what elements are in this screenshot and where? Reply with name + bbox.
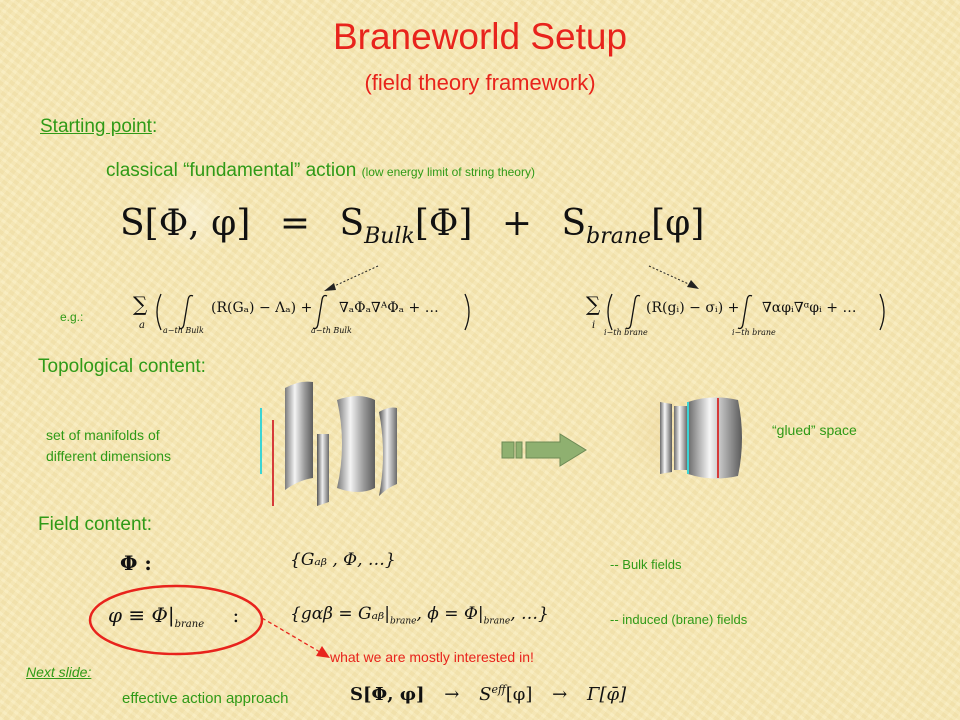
starting-point-colon: : — [151, 116, 158, 137]
chain-gamma: Γ[φ̄] — [586, 684, 627, 705]
varphi-definition: φ ≡ Φ|brane : — [108, 603, 239, 630]
bulk-action-arg: [Φ] — [414, 203, 473, 244]
highlight-ellipse — [88, 584, 264, 656]
arrow-to-bulk-example — [324, 265, 379, 291]
brane-field-set-b: , ϕ = Φ| — [416, 604, 484, 624]
bulk-close-paren-icon — [464, 293, 470, 331]
glued-space-caption: “glued” space — [772, 422, 857, 438]
slide-subtitle: (field theory framework) — [364, 70, 596, 95]
bulk-integral-sub-2: a−th Bulk — [311, 326, 352, 335]
effective-action-caption: effective action approach — [122, 690, 289, 707]
brane-field-set-c: , …} — [510, 604, 549, 624]
brane-action-subscript: brane — [586, 224, 652, 250]
varphi-definition-colon: : — [232, 603, 240, 627]
brane-term-1: (R(gᵢ) − σᵢ) + — [646, 300, 740, 316]
bulk-term-2: ∇ₐΦₐ∇ᴬΦₐ + … — [339, 300, 439, 316]
next-slide-label: Next slide: — [26, 664, 92, 680]
varphi-definition-subscript: brane — [174, 619, 205, 630]
varphi-definition-text: φ ≡ Φ| — [108, 603, 175, 627]
bulk-integral-icon — [312, 294, 328, 330]
chain-effective-symbol: S — [479, 684, 492, 705]
bulk-action-subscript: Bulk — [364, 224, 415, 250]
manifolds-caption-line-2: different dimensions — [46, 448, 172, 464]
interest-arrow — [261, 617, 330, 658]
manifolds-caption: set of manifolds of different dimensions — [46, 425, 171, 467]
equation-lhs: S[Φ, φ] — [120, 203, 251, 244]
bulk-integral-bracket-icon — [156, 293, 194, 331]
separate-manifolds-illustration — [260, 381, 397, 506]
manifolds-caption-line-1: set of manifolds of — [46, 427, 160, 443]
classical-action-text: classical “fundamental” action — [106, 160, 357, 181]
chain-classical-action: S[Φ, φ] — [350, 684, 425, 705]
starting-point-label: Starting point — [40, 116, 152, 137]
chain-effective-arg: [φ] — [505, 684, 533, 705]
chain-arrow-1: → — [444, 684, 460, 705]
effective-action-chain: S[Φ, φ] → Seff[φ] → Γ[φ̄] — [350, 683, 626, 705]
bulk-action-symbol: S — [339, 203, 365, 244]
right-arrow-icon — [501, 433, 587, 467]
brane-sum-symbol: ∑ — [586, 292, 601, 316]
topological-heading: Topological content: — [38, 356, 206, 377]
brane-field-set-a: {gαβ = Gₐᵦ| — [290, 604, 390, 624]
brane-action-example: ∑ i (R(gᵢ) − σᵢ) + i−th brane ∇αφᵢ∇ᵅφᵢ +… — [586, 292, 896, 344]
bulk-action-example: ∑ a (R(Gₐ) − Λₐ) + a−th Bulk ∇ₐΦₐ∇ᴬΦₐ + … — [133, 292, 483, 342]
bulk-sum-symbol: ∑ — [133, 292, 148, 316]
chain-effective-superscript: eff — [491, 683, 506, 696]
interest-note: what we are mostly interested in! — [330, 649, 534, 665]
classical-action-line: classical “fundamental” action (low ener… — [106, 160, 535, 182]
main-equation: S[Φ, φ] = SBulk[Φ] + Sbrane[φ] — [120, 203, 704, 249]
brane-field-set: {gαβ = Gₐᵦ|brane, ϕ = Φ|brane, …} — [290, 604, 549, 626]
bulk-fields-note: -- Bulk fields — [610, 557, 682, 572]
phi-definition: Φ : — [120, 551, 152, 575]
brane-integral-sub-2: i−th brane — [732, 328, 776, 337]
field-content-heading: Field content: — [38, 514, 153, 535]
brane-integral-icon — [737, 294, 753, 330]
brane-fields-note: -- induced (brane) fields — [610, 612, 748, 627]
brane-field-set-sub-1: brane — [389, 616, 417, 627]
brane-action-symbol: S — [561, 203, 587, 244]
bulk-integral-sub-1: a−th Bulk — [163, 326, 204, 335]
slide-title: Braneworld Setup — [332, 16, 628, 57]
brane-action-arg: [φ] — [651, 203, 705, 244]
classical-action-note: (low energy limit of string theory) — [361, 165, 535, 179]
brane-sum-index: i — [592, 320, 596, 331]
arrow-to-brane-example — [648, 265, 699, 289]
eg-label: e.g.: — [60, 310, 84, 324]
brane-term-2: ∇αφᵢ∇ᵅφᵢ + … — [762, 300, 857, 316]
glued-space-illustration — [660, 397, 742, 479]
brane-field-set-sub-2: brane — [483, 616, 511, 627]
brane-integral-sub-1: i−th brane — [604, 328, 648, 337]
bulk-field-set: {Gₐᵦ , Φ, …} — [290, 550, 396, 570]
equation-equals: = — [279, 203, 310, 244]
equation-plus: + — [501, 203, 533, 244]
bulk-term-1: (R(Gₐ) − Λₐ) + — [211, 300, 313, 316]
chain-arrow-2: → — [552, 684, 568, 705]
brane-integral-bracket-icon — [607, 293, 641, 331]
bulk-sum-index: a — [139, 320, 145, 331]
brane-close-paren-icon — [879, 293, 885, 331]
starting-point-heading: Starting point: — [40, 116, 157, 138]
